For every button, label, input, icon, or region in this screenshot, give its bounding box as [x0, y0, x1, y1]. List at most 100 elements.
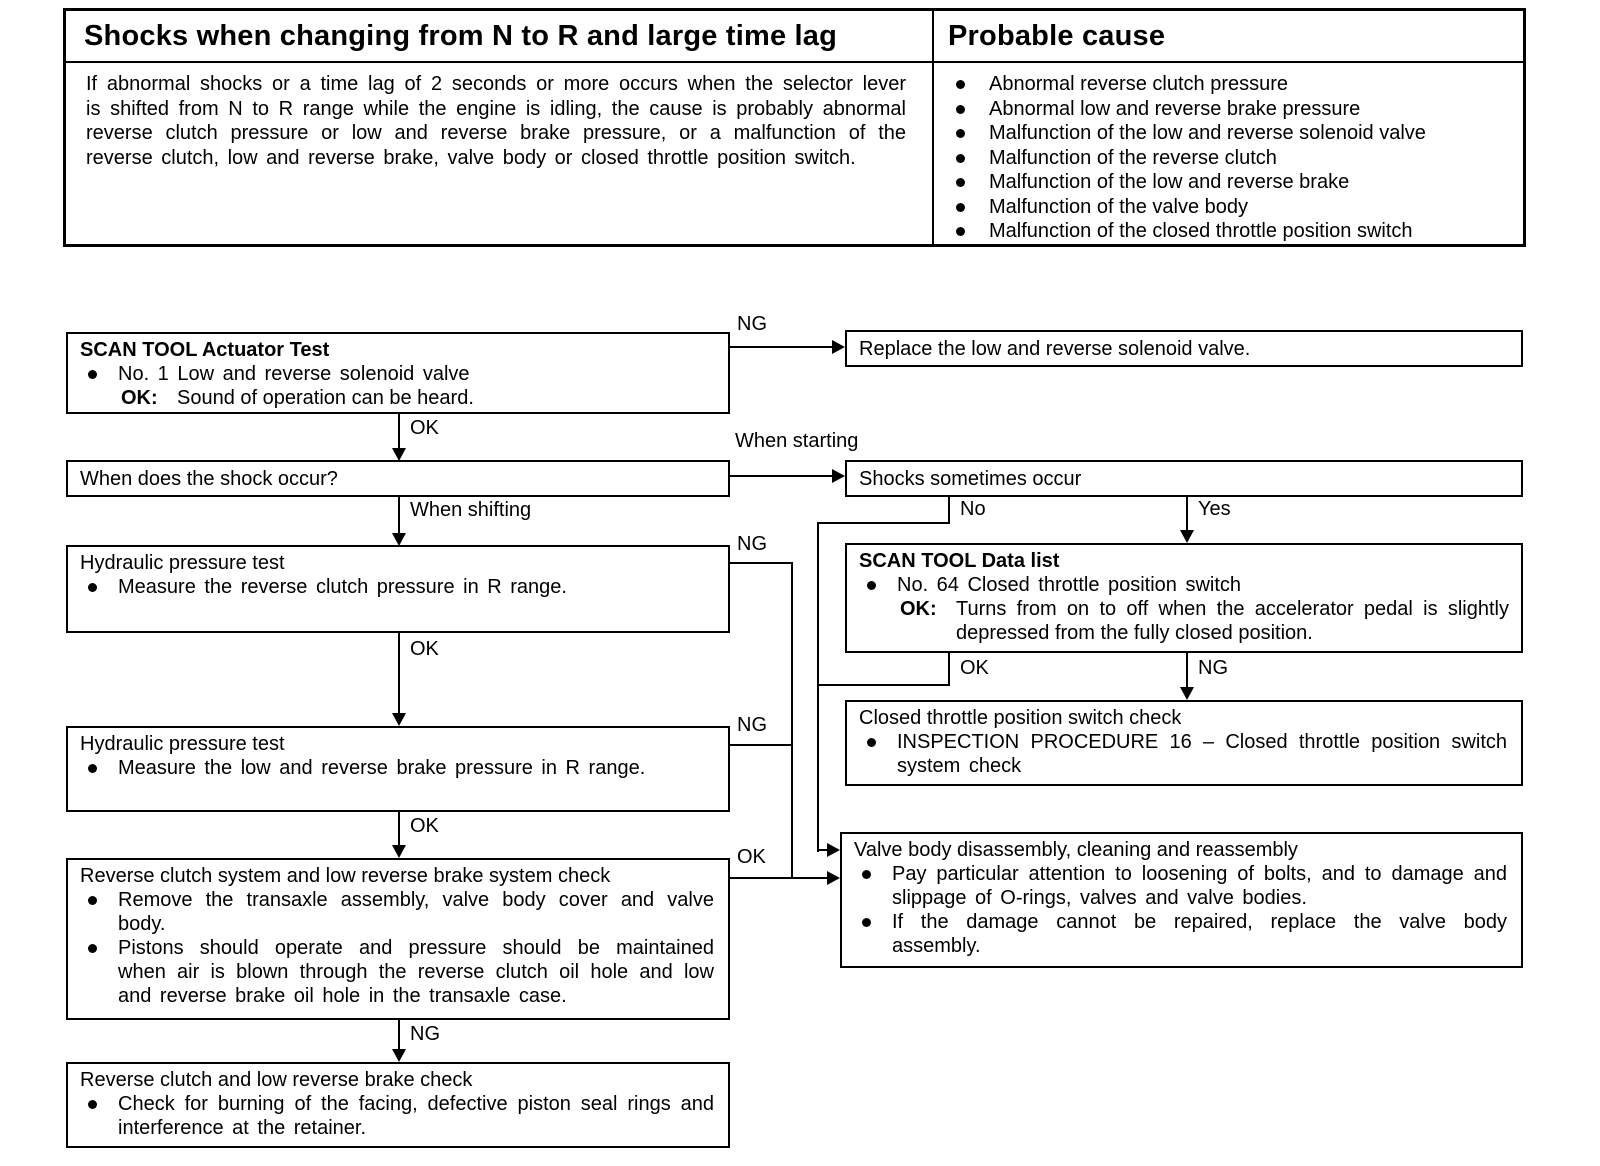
bullet-item: No. 64 Closed throttle position switch	[847, 573, 1521, 597]
box-text: When does the shock occur?	[80, 467, 338, 490]
bullet-icon	[956, 202, 965, 212]
connector-datalist-ng-vertical	[1186, 653, 1188, 688]
connector-when-starting-horizontal	[730, 475, 833, 477]
bullet-item: INSPECTION PROCEDURE 16 – Closed throttl…	[847, 730, 1521, 778]
flow-box-reverse-clutch-system-check: Reverse clutch system and low reverse br…	[66, 858, 730, 1020]
arrowhead-into-ctps-check	[1180, 687, 1194, 700]
arrowhead-into-hydraulic2	[392, 713, 406, 726]
box-text: Shocks sometimes occur	[859, 467, 1082, 490]
box-text: Replace the low and reverse solenoid val…	[859, 337, 1251, 360]
bullet-icon	[88, 1100, 97, 1109]
edge-label-when-shifting: When shifting	[410, 499, 532, 521]
bullet-item: Pay particular attention to loosening of…	[842, 862, 1521, 910]
edge-label-ok: OK	[737, 846, 766, 868]
arrowhead-into-shockwhen	[392, 448, 406, 461]
cause-item: Malfunction of the low and reverse solen…	[934, 121, 1523, 146]
connector-systemcheck-ok-horizontal	[730, 877, 828, 879]
flow-box-when-does-shock-occur: When does the shock occur?	[66, 460, 730, 497]
cause-item: Malfunction of the low and reverse brake	[934, 170, 1523, 195]
bullet-icon	[956, 80, 965, 89]
connector-shockwhen-to-hydraulic1	[398, 497, 400, 534]
arrowhead-into-systemcheck	[392, 845, 406, 858]
connector-hydraulic1-ng-horizontal	[730, 562, 793, 564]
flow-box-valve-body-disassembly: Valve body disassembly, cleaning and rea…	[840, 832, 1523, 968]
arrowhead-into-replace-solenoid	[832, 340, 845, 354]
bullet-item: Measure the low and reverse brake pressu…	[68, 756, 728, 780]
symptom-title: Shocks when changing from N to R and lar…	[84, 20, 838, 52]
bullet-item: Measure the reverse clutch pressure in R…	[68, 575, 728, 599]
connector-no-branch-horizontal	[817, 522, 950, 524]
flow-box-scan-tool-data-list: SCAN TOOL Data list No. 64 Closed thrott…	[845, 543, 1523, 653]
flow-box-ctps-check: Closed throttle position switch check IN…	[845, 700, 1523, 786]
arrowhead-into-datalist	[1180, 530, 1194, 543]
cause-item: Malfunction of the reverse clutch	[934, 146, 1523, 171]
box-title: Reverse clutch system and low reverse br…	[80, 865, 611, 887]
connector-merge-vertical-b	[791, 562, 793, 879]
bullet-icon	[88, 583, 97, 592]
bullet-icon	[862, 918, 871, 927]
symptom-cause-table: Shocks when changing from N to R and lar…	[63, 8, 1526, 247]
box-title: SCAN TOOL Actuator Test	[80, 339, 330, 361]
bullet-item: Pistons should operate and pressure shou…	[68, 936, 728, 1008]
edge-label-ok: OK	[960, 657, 989, 679]
bullet-item: If the damage cannot be repaired, replac…	[842, 910, 1521, 958]
bullet-item: Remove the transaxle assembly, valve bod…	[68, 888, 728, 936]
edge-label-no: No	[960, 498, 986, 520]
box-title: Closed throttle position switch check	[859, 707, 1182, 729]
flow-box-replace-solenoid-valve: Replace the low and reverse solenoid val…	[845, 330, 1523, 367]
connector-merge-vertical-a	[817, 522, 819, 852]
box-title: Hydraulic pressure test	[80, 733, 285, 755]
symptom-description-cell: If abnormal shocks or a time lag of 2 se…	[66, 63, 934, 244]
edge-label-when-starting: When starting	[735, 430, 859, 452]
box-title: Hydraulic pressure test	[80, 552, 285, 574]
edge-label-ng: NG	[737, 313, 767, 335]
probable-cause-title: Probable cause	[948, 20, 1166, 52]
arrowhead-into-shocks-sometimes	[832, 469, 845, 483]
flow-box-hydraulic-pressure-test-1: Hydraulic pressure test Measure the reve…	[66, 545, 730, 633]
arrowhead-into-valvebody-lower	[827, 871, 840, 885]
connector-systemcheck-to-brakecheck	[398, 1020, 400, 1050]
ok-criteria: OK:Turns from on to off when the acceler…	[900, 598, 1509, 644]
probable-cause-header-cell: Probable cause	[934, 11, 1523, 63]
bullet-icon	[956, 104, 965, 114]
arrowhead-into-valvebody-upper	[827, 843, 840, 857]
bullet-icon	[88, 764, 97, 773]
connector-actuator-to-shockwhen	[398, 412, 400, 449]
flow-box-scan-tool-actuator-test: SCAN TOOL Actuator Test No. 1 Low and re…	[66, 332, 730, 414]
arrowhead-into-hydraulic1	[392, 533, 406, 546]
bullet-icon	[88, 944, 97, 953]
edge-label-ng: NG	[1198, 657, 1228, 679]
bullet-item: Check for burning of the facing, defecti…	[68, 1092, 728, 1140]
symptom-description: If abnormal shocks or a time lag of 2 se…	[86, 73, 906, 169]
arrowhead-into-brakecheck	[392, 1049, 406, 1062]
edge-label-ng: NG	[410, 1023, 440, 1045]
flow-box-shocks-sometimes-occur: Shocks sometimes occur	[845, 460, 1523, 497]
edge-label-ok: OK	[410, 815, 439, 837]
bullet-icon	[956, 153, 965, 163]
probable-cause-list-cell: Abnormal reverse clutch pressure Abnorma…	[934, 63, 1523, 244]
bullet-icon	[956, 227, 965, 236]
cause-item: Malfunction of the valve body	[934, 195, 1523, 220]
bullet-icon	[867, 738, 876, 747]
connector-datalist-ok-horizontal	[817, 684, 950, 686]
edge-label-ok: OK	[410, 638, 439, 660]
connector-hydraulic2-to-systemcheck	[398, 812, 400, 846]
connector-actuator-ng-horizontal	[730, 346, 833, 348]
connector-hydraulic2-ng-horizontal	[730, 744, 793, 746]
cause-item: Abnormal reverse clutch pressure	[934, 72, 1523, 97]
connector-no-branch-vertical	[948, 497, 950, 524]
flow-box-reverse-clutch-brake-check: Reverse clutch and low reverse brake che…	[66, 1062, 730, 1148]
cause-item: Abnormal low and reverse brake pressure	[934, 97, 1523, 122]
bullet-icon	[956, 129, 965, 138]
bullet-icon	[88, 370, 97, 379]
edge-label-ng: NG	[737, 714, 767, 736]
symptom-header-cell: Shocks when changing from N to R and lar…	[66, 11, 934, 63]
edge-label-yes: Yes	[1198, 498, 1231, 520]
bullet-item: No. 1 Low and reverse solenoid valve	[68, 362, 728, 386]
bullet-icon	[956, 178, 965, 187]
box-title: SCAN TOOL Data list	[859, 550, 1060, 572]
connector-yes-branch-vertical	[1186, 497, 1188, 531]
edge-label-ok: OK	[410, 417, 439, 439]
flow-box-hydraulic-pressure-test-2: Hydraulic pressure test Measure the low …	[66, 726, 730, 812]
